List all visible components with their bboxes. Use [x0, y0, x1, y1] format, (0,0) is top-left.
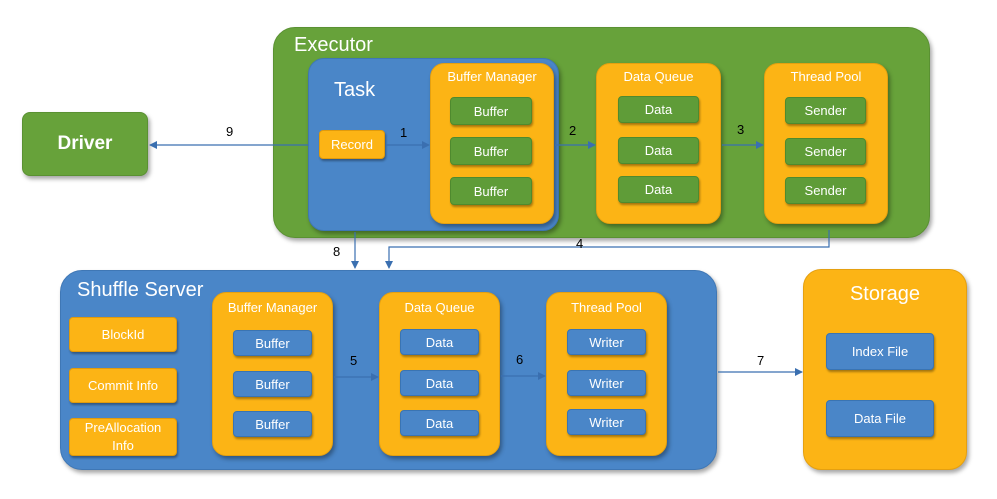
shuffle-data-item: Data [400, 410, 479, 436]
shuffle-data-queue-title: Data Queue [404, 300, 475, 315]
executor-buffer-manager-title: Buffer Manager [447, 69, 537, 84]
step-label-7: 7 [757, 353, 765, 368]
writer-item: Writer [567, 329, 646, 355]
shuffle-thread-pool-title: Thread Pool [571, 300, 642, 315]
preallocation-info-item: PreAllocation Info [69, 418, 177, 456]
writer-item: Writer [567, 370, 646, 396]
sender-item: Sender [785, 177, 866, 204]
shuffle-buffer-item: Buffer [233, 411, 312, 437]
shuffle-data-item: Data [400, 329, 479, 355]
step-label-6: 6 [516, 352, 524, 367]
step-label-2: 2 [569, 123, 577, 138]
executor-buffer-item: Buffer [450, 177, 532, 205]
task-title: Task [334, 79, 376, 101]
executor-buffer-item: Buffer [450, 97, 532, 125]
shuffle-data-item: Data [400, 370, 479, 396]
shuffle-buffer-item: Buffer [233, 330, 312, 356]
executor-data-queue-title: Data Queue [623, 69, 694, 84]
sender-item: Sender [785, 138, 866, 165]
storage-title: Storage [849, 283, 921, 305]
data-file-item: Data File [826, 400, 934, 437]
index-file-item: Index File [826, 333, 934, 370]
shuffle-buffer-manager-title: Buffer Manager [227, 300, 318, 315]
step-label-8: 8 [333, 244, 341, 259]
writer-item: Writer [567, 409, 646, 435]
executor-data-item: Data [618, 137, 699, 164]
blockid-item: BlockId [69, 317, 177, 352]
executor-data-item: Data [618, 96, 699, 123]
step-label-9: 9 [226, 124, 234, 139]
executor-data-item: Data [618, 176, 699, 203]
step-label-4: 4 [576, 236, 584, 251]
arrow-4 [385, 230, 830, 269]
step-label-1: 1 [400, 125, 408, 140]
shuffle-buffer-item: Buffer [233, 371, 312, 397]
driver-label: Driver [57, 133, 113, 154]
executor-buffer-item: Buffer [450, 137, 532, 165]
sender-item: Sender [785, 97, 866, 124]
step-label-5: 5 [350, 353, 358, 368]
commit-info-item: Commit Info [69, 368, 177, 403]
step-label-3: 3 [737, 122, 745, 137]
executor-title: Executor [294, 34, 373, 56]
shuffle-server-title: Shuffle Server [77, 279, 204, 301]
driver-box: Driver [22, 112, 148, 176]
record-item: Record [319, 130, 385, 159]
executor-thread-pool-title: Thread Pool [790, 69, 862, 84]
